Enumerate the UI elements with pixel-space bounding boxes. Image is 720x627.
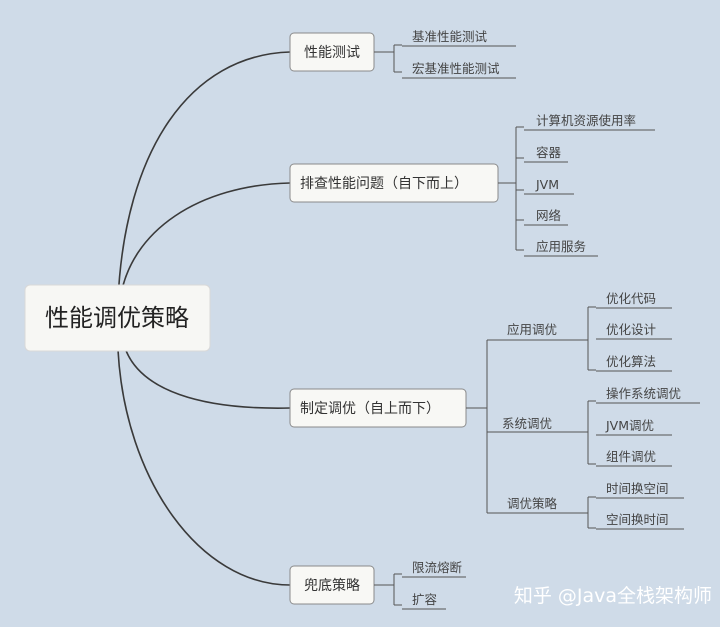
leaf-app-tuning-1: 优化设计 (606, 322, 656, 337)
branch-label-tuning: 制定调优（自上而下） (300, 401, 440, 417)
leaf-system-tuning-2: 组件调优 (606, 449, 656, 464)
connector-perf-test (374, 44, 402, 73)
connector-tuning-strategy (570, 496, 596, 529)
leaf-troubleshoot-1: 容器 (536, 145, 562, 160)
watermark-text: 知乎 @Java全栈架构师 (514, 585, 712, 607)
leaf-system-tuning-0: 操作系统调优 (606, 386, 681, 401)
branch-label-fallback: 兜底策略 (304, 577, 360, 594)
connector-troubleshoot (498, 126, 524, 251)
leaf-fallback-1: 扩容 (412, 592, 437, 607)
leaf-perf-test-0: 基准性能测试 (412, 29, 488, 44)
root-node-box (24, 284, 211, 352)
connector-fallback (374, 573, 402, 606)
root-node-label: 性能调优策略 (45, 304, 189, 332)
connector-app-tuning (570, 306, 596, 371)
leaf-system-tuning-1: JVM调优 (605, 418, 654, 433)
leaf-troubleshoot-2: JVM (535, 177, 559, 192)
branch-line-troubleshoot (119, 182, 291, 301)
branch-line-tuning (124, 347, 291, 409)
leaf-fallback-0: 限流熔断 (412, 560, 462, 575)
subgroup-tuning-strategy: 调优策略 (507, 496, 558, 511)
leaf-troubleshoot-4: 应用服务 (536, 239, 586, 254)
leaf-troubleshoot-0: 计算机资源使用率 (536, 113, 636, 128)
branch-label-perf-test: 性能测试 (304, 45, 360, 61)
branch-line-perf-test (117, 51, 291, 301)
branch-label-troubleshoot: 排查性能问题（自下而上） (300, 176, 468, 192)
branch-line-fallback (117, 349, 291, 586)
leaf-troubleshoot-3: 网络 (536, 208, 562, 223)
leaf-tuning-strategy-1: 空间换时间 (606, 512, 669, 527)
connector-tuning (466, 339, 570, 514)
subgroup-app-tuning: 应用调优 (507, 322, 557, 337)
leaf-perf-test-1: 宏基准性能测试 (412, 61, 500, 76)
connector-system-tuning (570, 400, 596, 465)
leaf-app-tuning-0: 优化代码 (606, 291, 656, 306)
leaf-app-tuning-2: 优化算法 (606, 354, 656, 369)
leaf-tuning-strategy-0: 时间换空间 (606, 481, 669, 496)
subgroup-system-tuning: 系统调优 (502, 416, 552, 431)
